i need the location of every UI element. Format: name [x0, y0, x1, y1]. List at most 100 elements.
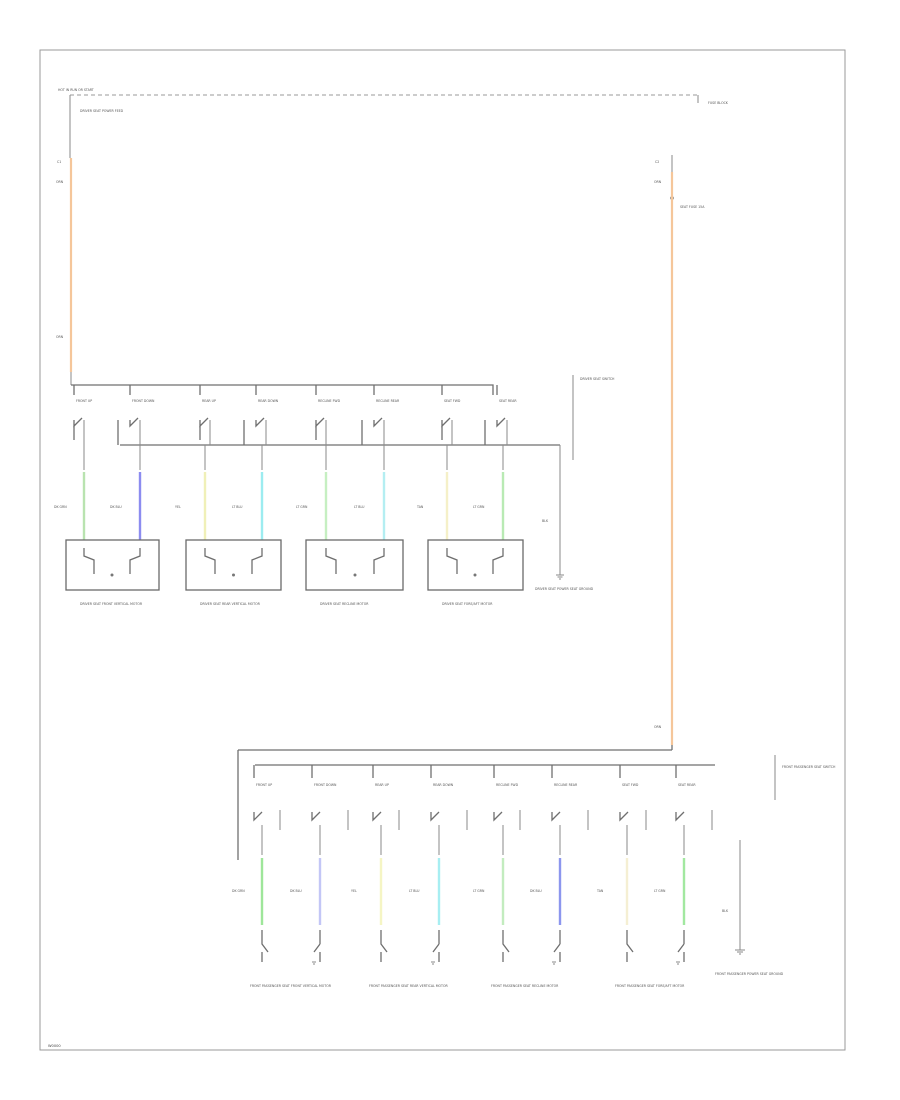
passenger-switch-5: RECLINE FWD — [493, 765, 521, 830]
passenger-wires: DK GRN DK BLU YEL LT BLU LT GRN DK BLU TAN LT G… — [232, 825, 686, 925]
driver-switch-6: RECLINE REAR — [361, 385, 400, 445]
driver-wire-2: DK BLU — [110, 445, 142, 540]
driver-switch-label: FRONT UP — [76, 399, 92, 403]
passenger-wire-label: LT GRN — [473, 889, 485, 893]
passenger-wire-1: DK GRN — [232, 825, 264, 925]
footer-code: W0000 — [48, 1044, 61, 1048]
passenger-switch-3: REAR UP — [372, 765, 400, 830]
driver-switch-4: REAR DOWN — [243, 385, 279, 445]
driver-switch-label: SEAT FWD — [444, 399, 461, 403]
driver-wire-8: LT GRN — [473, 445, 505, 540]
driver-motor-label: DRIVER SEAT REAR VERTICAL MOTOR — [200, 602, 261, 606]
passenger-motor-3: FRONT PASSENGER SEAT RECLINE MOTOR — [491, 930, 561, 988]
passenger-motor-label: FRONT PASSENGER SEAT FORE/AFT MOTOR — [615, 984, 685, 988]
driver-wire-label: DK BLU — [110, 505, 122, 509]
passenger-switch-4: REAR DOWN — [430, 765, 468, 830]
driver-switch-label: RECLINE FWD — [318, 399, 341, 403]
passenger-ground-wire: BLK — [722, 909, 729, 913]
driver-switch-8: SEAT REAR — [484, 385, 517, 445]
driver-switch-1: FRONT UP — [73, 385, 92, 445]
driver-switch-label: RECLINE REAR — [376, 399, 400, 403]
passenger-wire-label: TAN — [596, 889, 604, 893]
passenger-wire-label: DK GRN — [232, 889, 245, 893]
passenger-wire-label: DK BLU — [530, 889, 542, 893]
passenger-wire-label: DK BLU — [290, 889, 302, 893]
right-feed-pin: C2 — [655, 160, 659, 164]
passenger-wire-6: DK BLU — [530, 825, 562, 925]
driver-ground-wire: BLK — [542, 519, 549, 523]
right-feed-wire-top: ORN — [654, 180, 662, 184]
fuse-block-label: FUSE BLOCK — [708, 101, 729, 105]
driver-switch-7: SEAT FWD — [441, 385, 461, 445]
driver-wire-7: TAN — [416, 445, 449, 540]
driver-wire-label: DK GRN — [54, 505, 67, 509]
driver-wire-5: LT GRN — [296, 445, 328, 540]
diagram-frame — [39, 49, 846, 1051]
driver-wire-label: LT BLU — [354, 505, 365, 509]
passenger-wire-5: LT GRN — [473, 825, 505, 925]
passenger-switch-label: RECLINE FWD — [496, 783, 519, 787]
passenger-wire-3: YEL — [351, 825, 383, 925]
driver-switch-label: FRONT DOWN — [132, 399, 155, 403]
passenger-wire-4: LT BLU — [409, 825, 441, 925]
driver-wire-3: YEL — [175, 445, 207, 540]
passenger-switch-8: SEAT REAR — [675, 765, 713, 830]
driver-motor-4: DRIVER SEAT FORE/AFT MOTOR — [427, 539, 524, 606]
passenger-switch-label: REAR UP — [375, 783, 389, 787]
driver-ground-label: DRIVER SEAT POWER SEAT GROUND — [535, 587, 594, 591]
passenger-wire-7: TAN — [596, 825, 629, 925]
driver-wire-1: DK GRN — [54, 445, 86, 540]
driver-wires: DK GRN DK BLU YEL LT BLU LT GRN LT BLU TAN LT G… — [54, 445, 505, 540]
left-feed-wire-top: ORN — [56, 180, 64, 184]
passenger-motor-4: FRONT PASSENGER SEAT FORE/AFT MOTOR — [615, 930, 685, 988]
left-feed-pin: C1 — [57, 160, 61, 164]
driver-ground: BLK DRIVER SEAT POWER SEAT GROUND — [535, 445, 594, 591]
driver-motor-label: DRIVER SEAT FRONT VERTICAL MOTOR — [80, 602, 143, 606]
driver-wire-label: LT GRN — [473, 505, 485, 509]
left-feed-wire-bottom: ORN — [56, 335, 64, 339]
passenger-motor-label: FRONT PASSENGER SEAT REAR VERTICAL MOTOR — [369, 984, 448, 988]
passenger-switch-label: REAR DOWN — [433, 783, 454, 787]
driver-switch-bus — [71, 384, 494, 395]
driver-wire-label: YEL — [175, 505, 181, 509]
passenger-wire-label: YEL — [351, 889, 357, 893]
passenger-wire-label: LT GRN — [654, 889, 666, 893]
passenger-wire-2: DK BLU — [290, 825, 322, 925]
passenger-wire-8: LT GRN — [654, 825, 686, 925]
driver-switch-2: FRONT DOWN — [117, 385, 155, 445]
passenger-switch-label: SEAT FWD — [622, 783, 639, 787]
passenger-motors: FRONT PASSENGER SEAT FRONT VERTICAL MOTO… — [250, 930, 685, 988]
passenger-switch-label: FRONT DOWN — [314, 783, 337, 787]
driver-switch-5: RECLINE FWD — [315, 385, 341, 445]
passenger-switches: FRONT UP FRONT DOWN REAR UP REAR DOWN RECLIN… — [253, 765, 713, 830]
passenger-motor-label: FRONT PASSENGER SEAT FRONT VERTICAL MOTO… — [250, 984, 332, 988]
passenger-motor-2: FRONT PASSENGER SEAT REAR VERTICAL MOTOR — [369, 930, 448, 988]
passenger-switch-1: FRONT UP — [253, 765, 281, 830]
driver-switch-label: REAR DOWN — [258, 399, 279, 403]
driver-wire-4: LT BLU — [232, 445, 264, 540]
driver-wire-label: LT GRN — [296, 505, 308, 509]
driver-switch-label: SEAT REAR — [499, 399, 517, 403]
passenger-motor-1: FRONT PASSENGER SEAT FRONT VERTICAL MOTO… — [250, 930, 332, 988]
driver-motor-label: DRIVER SEAT FORE/AFT MOTOR — [442, 602, 493, 606]
passenger-switch-label: RECLINE REAR — [554, 783, 578, 787]
passenger-wire-label: LT BLU — [409, 889, 420, 893]
passenger-module-label: FRONT PASSENGER SEAT SWITCH — [782, 765, 836, 769]
passenger-motor-label: FRONT PASSENGER SEAT RECLINE MOTOR — [491, 984, 559, 988]
passenger-switch-7: SEAT FWD — [619, 765, 647, 830]
passenger-switch-label: FRONT UP — [256, 783, 272, 787]
right-feed-wire-bottom: ORN — [654, 725, 662, 729]
driver-motor-label: DRIVER SEAT RECLINE MOTOR — [320, 602, 369, 606]
driver-wire-label: TAN — [416, 505, 424, 509]
driver-wire-label: LT BLU — [232, 505, 243, 509]
passenger-switch-2: FRONT DOWN — [311, 765, 349, 830]
passenger-ground: BLK FRONT PASSENGER POWER SEAT GROUND — [715, 840, 784, 976]
passenger-switch-6: RECLINE REAR — [551, 765, 589, 830]
driver-motor-1: DRIVER SEAT FRONT VERTICAL MOTOR — [65, 539, 160, 606]
top-bus-label: HOT IN RUN OR START — [58, 88, 94, 92]
driver-motors: DRIVER SEAT FRONT VERTICAL MOTOR DRIVER S… — [65, 539, 524, 606]
driver-module-label: DRIVER SEAT SWITCH — [580, 377, 615, 381]
right-feed-conn-label: SEAT FUSE 15A — [680, 205, 705, 209]
